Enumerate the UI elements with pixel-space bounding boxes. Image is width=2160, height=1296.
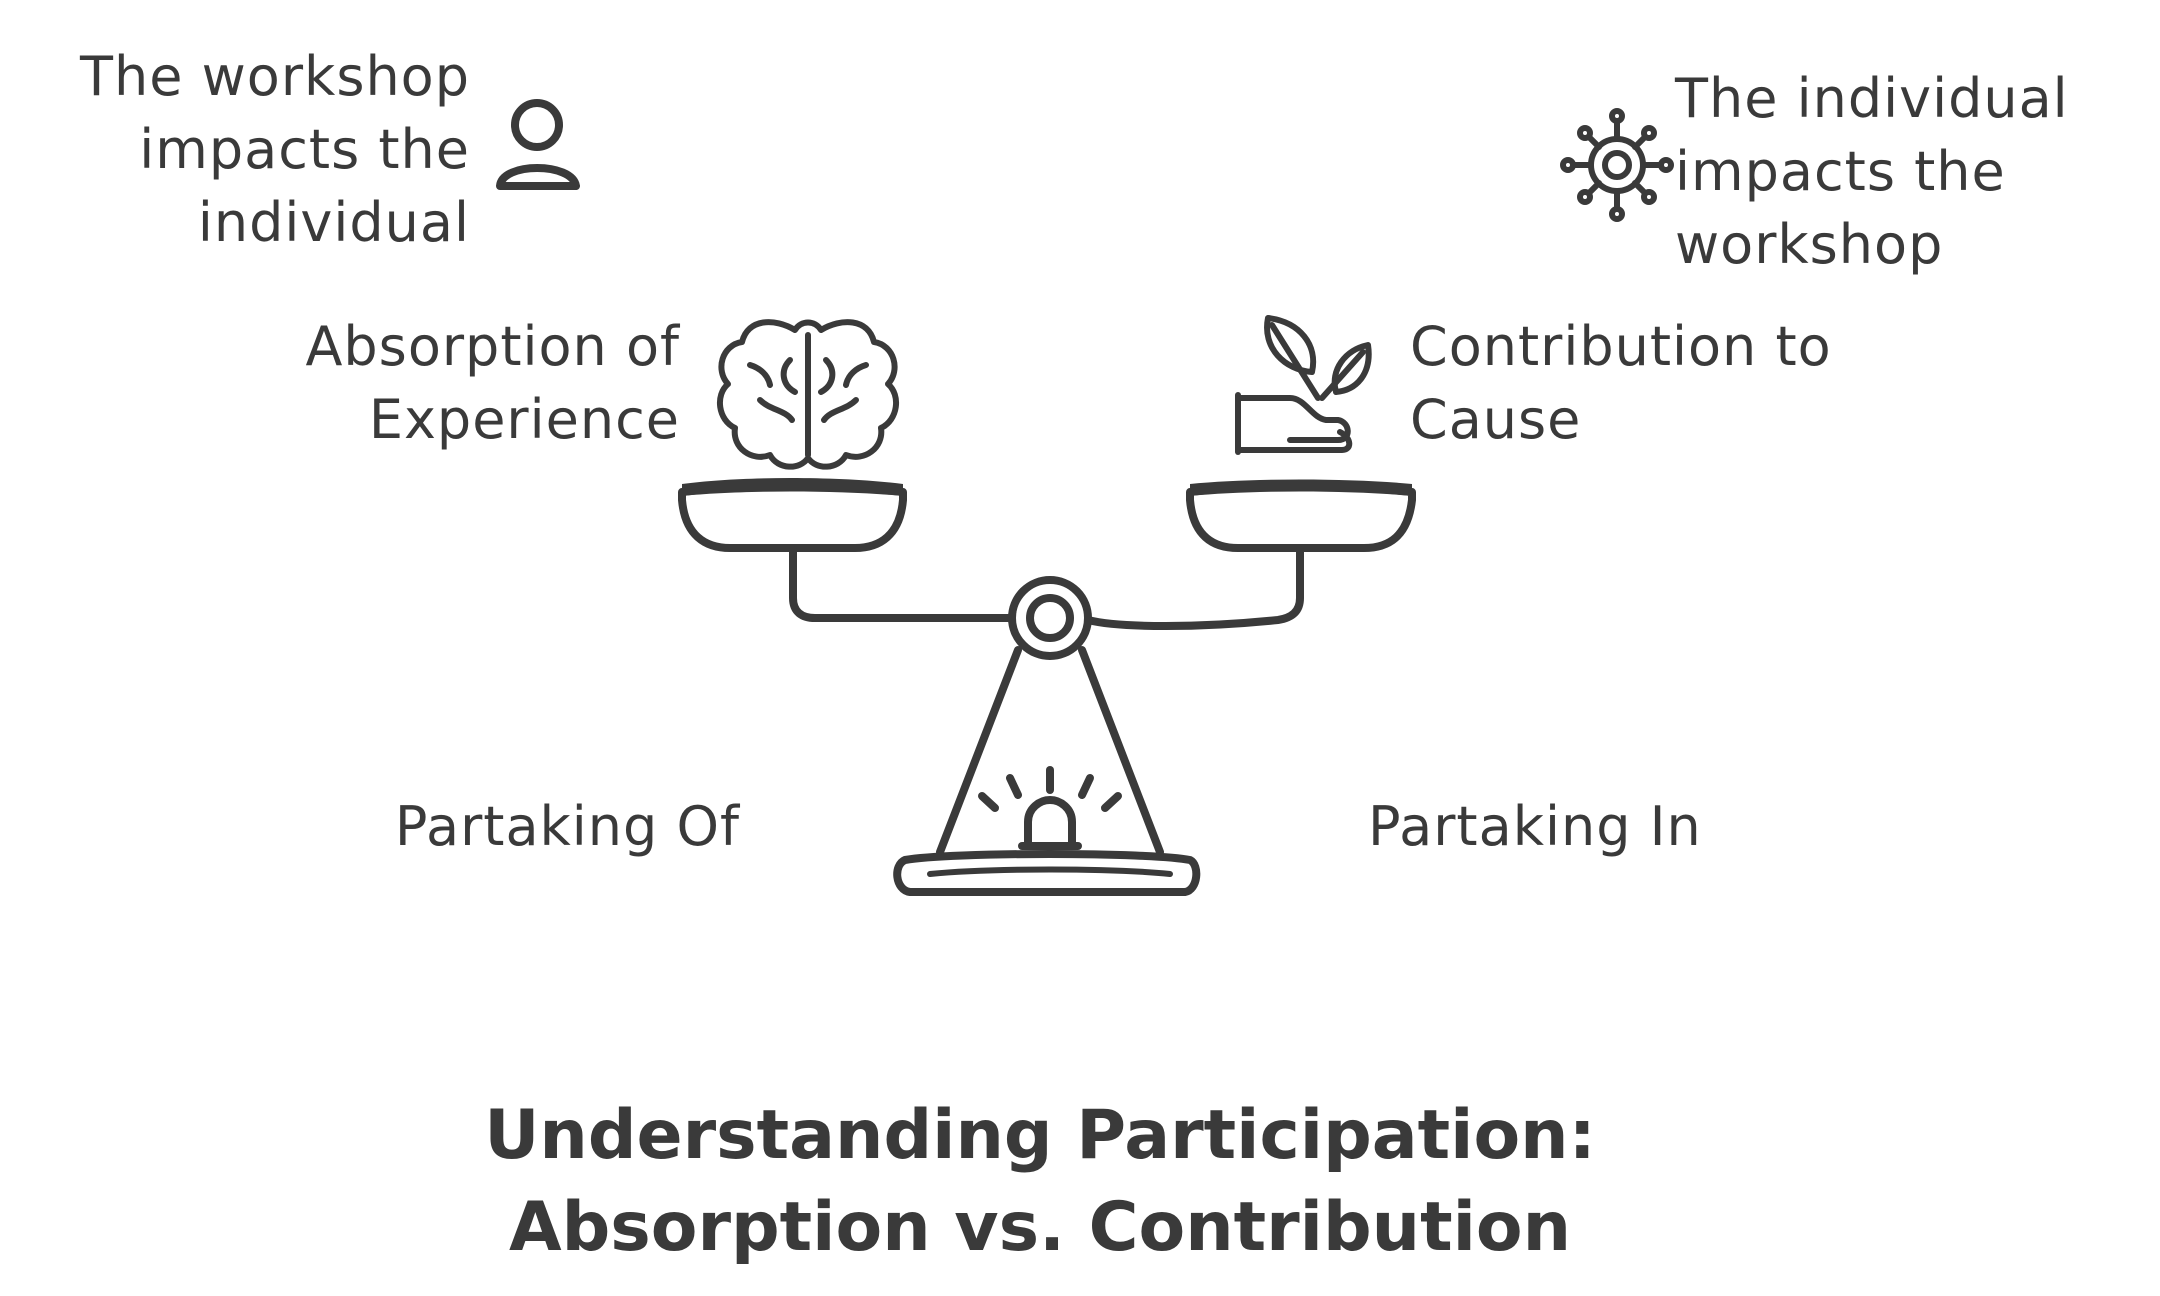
diagram-title: Understanding Participation: Absorption … [484,1096,1596,1267]
label-partaking-of: Partaking Of [394,795,740,858]
label-partaking-in: Partaking In [1368,795,1702,858]
label-absorption-of-experience: Absorption of Experience [305,315,680,451]
person-icon [496,99,580,190]
brain-icon [717,319,899,470]
balance-scale-icon [678,478,1416,896]
label-workshop-impacts-individual: The workshop impacts the individual [80,45,470,254]
network-icon [1560,108,1674,222]
label-individual-impacts-workshop: The individual impacts the workshop [1675,67,2069,276]
alarm-light-icon [978,766,1122,850]
seedling-hand-icon [1235,315,1372,455]
label-contribution-to-cause: Contribution to Cause [1410,315,1832,451]
